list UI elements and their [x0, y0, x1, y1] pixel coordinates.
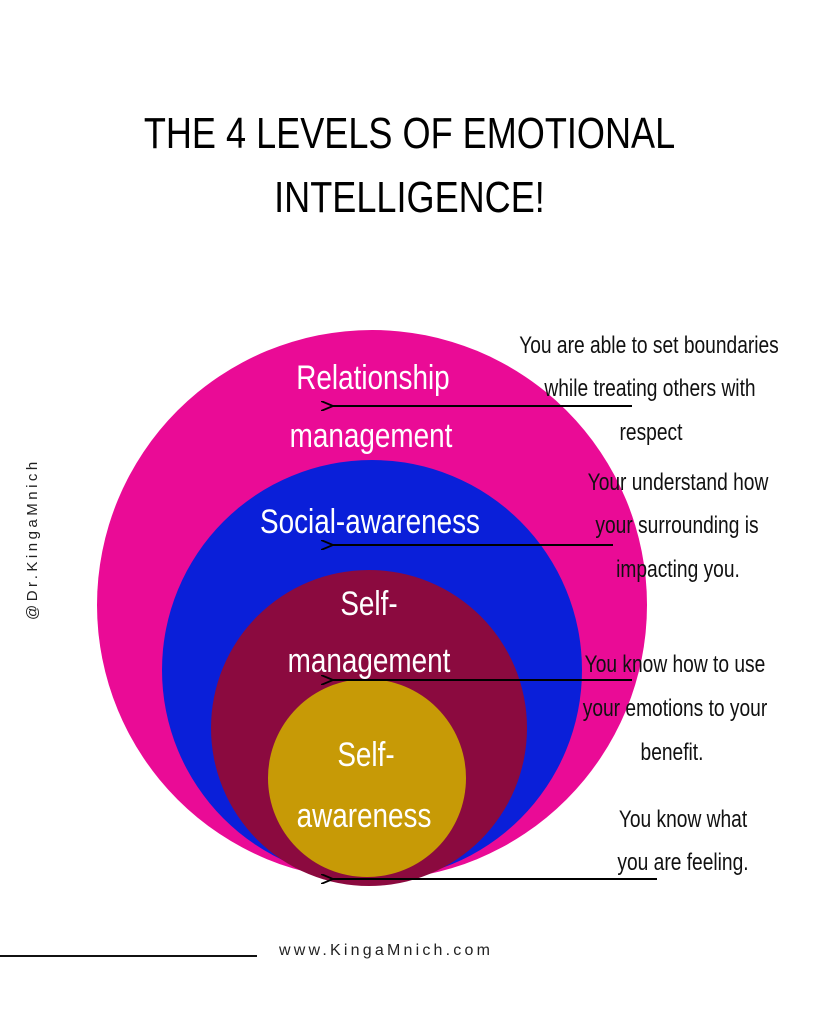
page-title: THE 4 LEVELS OF EMOTIONAL INTELLIGENCE!: [74, 102, 746, 230]
desc-selfaware-line1: You know what: [619, 805, 747, 833]
desc-selfaware-line2: you are feeling.: [617, 848, 748, 876]
title-line-2: INTELLIGENCE!: [274, 173, 545, 222]
label-self-awareness-line2: awareness: [297, 796, 432, 834]
label-self-management-line2: management: [288, 641, 451, 679]
footer-divider: [0, 955, 257, 957]
desc-social-line1: Your understand how: [588, 468, 769, 496]
desc-social-line2: your surrounding is: [595, 511, 758, 539]
desc-relationship-line3: respect: [620, 418, 683, 446]
desc-selfmgmt-line1: You know how to use: [585, 650, 766, 678]
circle-self-awareness: [268, 679, 466, 877]
label-relationship-line1: Relationship: [296, 358, 449, 396]
title-line-1: THE 4 LEVELS OF EMOTIONAL: [143, 109, 676, 158]
label-self-awareness-line1: Self-: [337, 735, 394, 773]
desc-social-line3: impacting you.: [616, 555, 740, 583]
footer-website: www.KingaMnich.com: [279, 942, 494, 959]
label-social-awareness: Social-awareness: [260, 502, 480, 540]
label-self-management-line1: Self-: [340, 584, 397, 622]
desc-relationship-line1: You are able to set boundaries: [519, 331, 779, 359]
label-relationship-line2: management: [290, 416, 453, 454]
desc-selfmgmt-line2: your emotions to your: [583, 694, 768, 722]
desc-selfmgmt-line3: benefit.: [641, 738, 704, 766]
desc-relationship-line2: while treating others with: [544, 374, 756, 402]
